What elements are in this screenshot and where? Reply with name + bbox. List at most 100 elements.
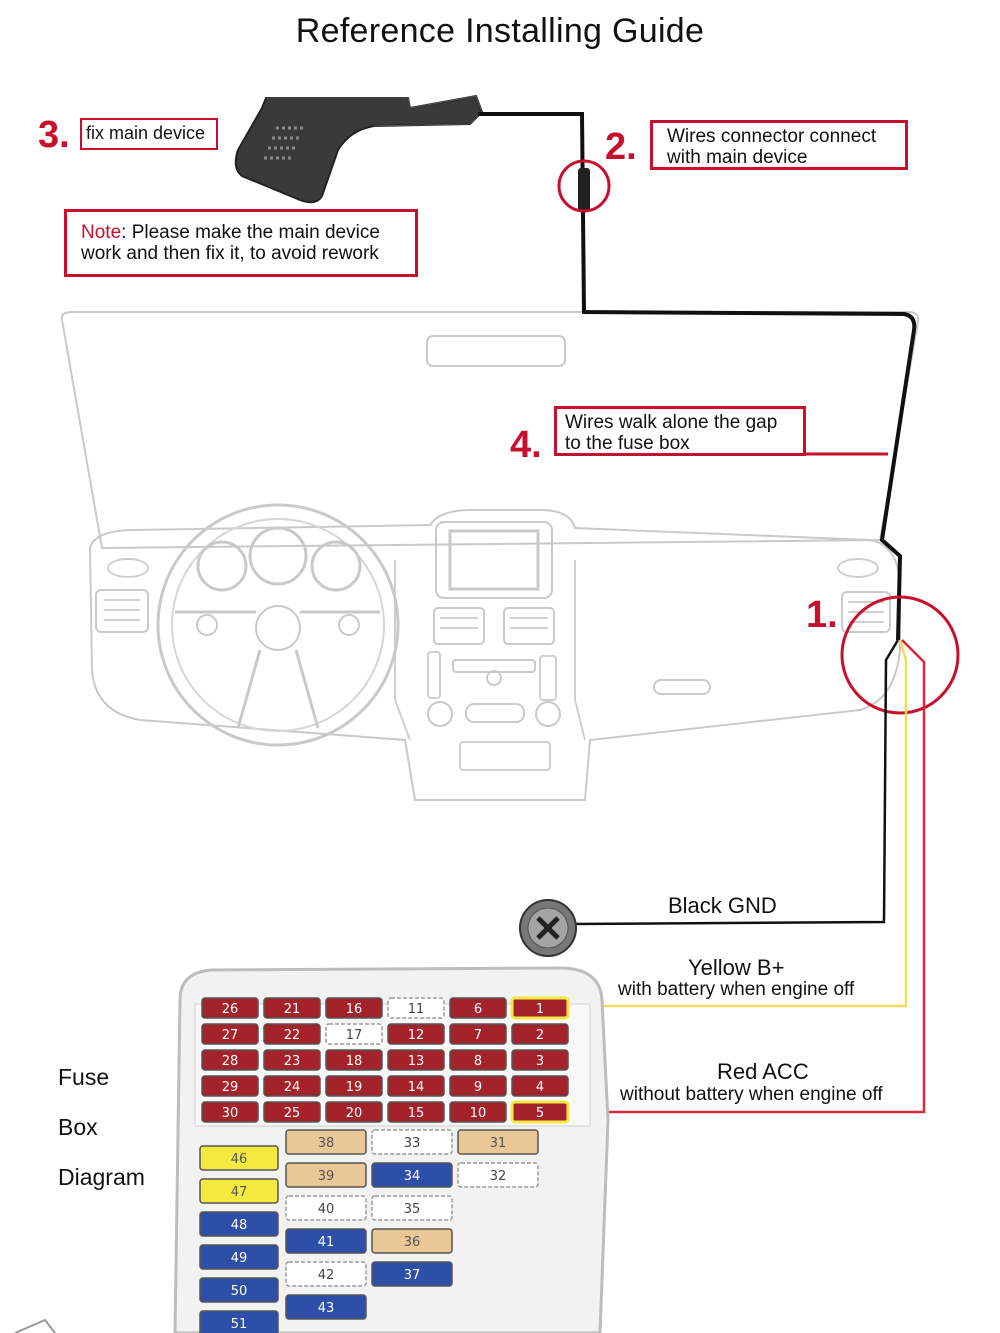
fuse-47-body: [199, 1178, 279, 1204]
fuse-50: 50: [199, 1277, 279, 1303]
fuse-6: 6: [449, 997, 507, 1019]
fuse-4: 4: [511, 1075, 569, 1097]
fuse-34: 34: [371, 1162, 453, 1188]
fuse-15-label: 15: [408, 1106, 425, 1121]
left-air-vent: [95, 589, 149, 633]
fuse-33-label: 33: [404, 1136, 421, 1151]
fuse-36-body: [371, 1228, 453, 1254]
fuse-3-label: 3: [536, 1054, 544, 1069]
note-prefix: Note: [81, 222, 122, 243]
black-gnd-wire: [569, 639, 900, 926]
fuse-49-body: [199, 1244, 279, 1270]
gauge-left: [196, 540, 248, 592]
dashcam-device: [234, 94, 484, 204]
fuse-31: 31: [457, 1129, 539, 1155]
connector-circle: [557, 159, 611, 213]
dashboard-outline: [88, 509, 901, 801]
pillar-circle: [840, 595, 960, 715]
knob-left: [427, 701, 453, 727]
fuse-26: 26: [201, 997, 259, 1019]
fuse-5-body: [510, 1100, 570, 1124]
fuse-10: 10: [449, 1101, 507, 1123]
fuse-43-label: 43: [318, 1301, 335, 1316]
fuse-46-body: [199, 1145, 279, 1171]
fuse-38-body: [285, 1129, 367, 1155]
fusebox-label-3: Diagram: [58, 1164, 145, 1190]
wire-connector: [578, 168, 590, 212]
fuse-36-label: 36: [404, 1235, 421, 1250]
fuse-31-body: [457, 1129, 539, 1155]
step-2-line2: with main device: [667, 147, 808, 168]
fuse-30-label: 30: [222, 1106, 239, 1121]
fuse-7-body: [449, 1023, 507, 1045]
yellow-bplus-label: Yellow B+: [688, 955, 785, 980]
lower-console-slot: [459, 741, 551, 771]
fuse-31-label: 31: [490, 1136, 507, 1151]
fuse-50-body: [199, 1277, 279, 1303]
step-4-label: Wires walk alone the gap to the fuse box: [554, 406, 806, 456]
center-vent-right: [503, 607, 555, 645]
climate-buttons: [465, 703, 525, 723]
page-title: Reference Installing Guide: [295, 12, 705, 50]
fuse-43: 43: [285, 1294, 367, 1320]
fuse-25: 25: [263, 1101, 321, 1123]
fuse-1-body: [510, 996, 570, 1020]
yellow-bplus-wire: [580, 639, 908, 1008]
fuse-37-body: [371, 1261, 453, 1287]
step-3-number: 3.: [38, 114, 70, 156]
fuse-16-label: 16: [346, 1002, 363, 1017]
fuse-9-body: [449, 1075, 507, 1097]
black-wire-main: [478, 112, 917, 641]
fuse-11-label: 11: [408, 1002, 425, 1017]
fuse-14: 14: [387, 1075, 445, 1097]
fuse-3-body: [511, 1049, 569, 1071]
fuse-19-label: 19: [346, 1080, 363, 1095]
fuse-10-body: [449, 1101, 507, 1123]
fuse-18: 18: [325, 1049, 383, 1071]
fuse-46: 46: [199, 1145, 279, 1171]
fuse-15: 15: [387, 1101, 445, 1123]
fuse-32: 32: [457, 1162, 539, 1188]
fuse-11-body: [387, 997, 445, 1019]
fuse-25-label: 25: [284, 1106, 301, 1121]
fuse-27: 27: [201, 1023, 259, 1045]
fuse-39-label: 39: [318, 1169, 335, 1184]
fuse-13-label: 13: [408, 1054, 425, 1069]
steering-wheel: [156, 503, 400, 747]
fuse-30: 30: [201, 1101, 259, 1123]
left-speaker: [107, 558, 149, 578]
fuse-10-label: 10: [470, 1106, 487, 1121]
gauge-center: [248, 526, 308, 586]
gauge-right: [310, 540, 362, 592]
fuse-8-body: [449, 1049, 507, 1071]
fuse-2: 2: [511, 1023, 569, 1045]
fuse-1: 1: [510, 996, 570, 1020]
note-line1: Note: Please make the main device: [81, 222, 401, 243]
step-2-number: 2.: [605, 126, 637, 168]
step-2-line1: Wires connector connect: [667, 126, 877, 147]
fuse-41-body: [285, 1228, 367, 1254]
step-4-line2: to the fuse box: [565, 433, 690, 454]
fuse-24-label: 24: [284, 1080, 301, 1095]
fuse-43-body: [285, 1294, 367, 1320]
fuse-30-body: [201, 1101, 259, 1123]
fuse-41-label: 41: [318, 1235, 335, 1250]
fuse-7-label: 7: [474, 1028, 482, 1043]
fuse-5-label: 5: [536, 1106, 544, 1121]
fuse-24: 24: [263, 1075, 321, 1097]
fuse-18-label: 18: [346, 1054, 363, 1069]
fuse-22-label: 22: [284, 1028, 301, 1043]
black-gnd-label: Black GND: [668, 893, 777, 918]
red-acc-wire: [580, 639, 926, 1114]
fuse-37: 37: [371, 1261, 453, 1287]
step-4-line1: Wires walk alone the gap: [565, 412, 778, 433]
fuse-6-body: [449, 997, 507, 1019]
fuse-9: 9: [449, 1075, 507, 1097]
fuse-32-label: 32: [490, 1169, 507, 1184]
fuse-50-label: 50: [231, 1284, 248, 1299]
fuse-17-body: [325, 1023, 383, 1045]
fuse-40: 40: [285, 1195, 367, 1221]
fuse-39-body: [285, 1162, 367, 1188]
